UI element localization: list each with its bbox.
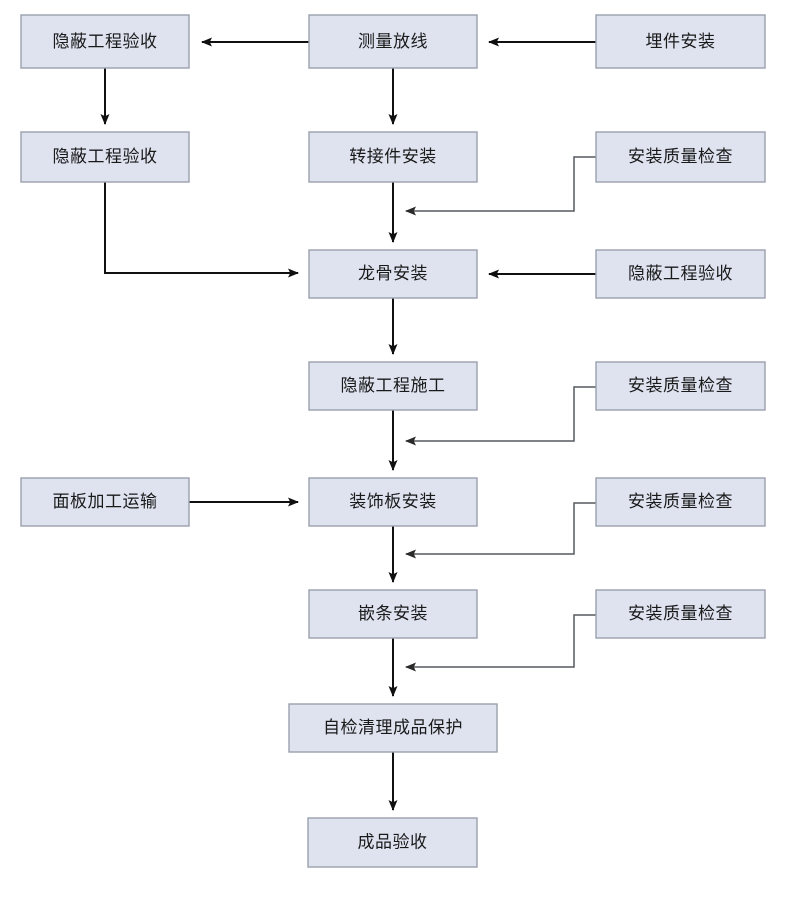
- node-n12[interactable]: 装饰板安装: [308, 477, 478, 527]
- node-box[interactable]: [288, 703, 498, 753]
- node-box[interactable]: [20, 131, 190, 183]
- node-label: 转接件安装: [349, 147, 437, 166]
- node-label: 龙骨安装: [358, 264, 428, 283]
- node-n17[interactable]: 成品验收: [307, 817, 478, 868]
- node-n13[interactable]: 安装质量检查: [595, 477, 766, 527]
- node-n6[interactable]: 安装质量检查: [595, 131, 766, 183]
- node-label: 成品验收: [358, 832, 428, 851]
- node-label: 面板加工运输: [53, 492, 158, 511]
- node-box[interactable]: [20, 14, 190, 69]
- node-n8[interactable]: 隐蔽工程验收: [595, 249, 766, 299]
- node-n5[interactable]: 转接件安装: [308, 131, 478, 183]
- node-n10[interactable]: 安装质量检查: [595, 361, 766, 411]
- node-box[interactable]: [307, 817, 478, 868]
- node-label: 装饰板安装: [349, 492, 437, 511]
- node-label: 安装质量检查: [628, 604, 733, 623]
- node-box[interactable]: [595, 249, 766, 299]
- node-n1[interactable]: 隐蔽工程验收: [20, 14, 190, 69]
- node-box[interactable]: [595, 477, 766, 527]
- edges-layer: [100, 37, 596, 811]
- edge-e10: [405, 386, 596, 446]
- node-box[interactable]: [595, 589, 766, 639]
- node-box[interactable]: [595, 14, 766, 69]
- edge-e13: [405, 502, 596, 559]
- node-n4[interactable]: 隐蔽工程验收: [20, 131, 190, 183]
- node-box[interactable]: [595, 361, 766, 411]
- node-box[interactable]: [308, 14, 478, 69]
- node-box[interactable]: [20, 477, 190, 527]
- node-label: 隐蔽工程验收: [53, 32, 158, 51]
- node-box[interactable]: [308, 249, 478, 299]
- node-label: 测量放线: [358, 32, 428, 51]
- node-box[interactable]: [308, 361, 478, 411]
- node-n7[interactable]: 龙骨安装: [308, 249, 478, 299]
- node-n11[interactable]: 面板加工运输: [20, 477, 190, 527]
- node-n9[interactable]: 隐蔽工程施工: [308, 361, 478, 411]
- node-box[interactable]: [308, 477, 478, 527]
- node-label: 隐蔽工程施工: [341, 376, 446, 395]
- node-label: 隐蔽工程验收: [628, 264, 733, 283]
- node-label: 安装质量检查: [628, 147, 733, 166]
- node-box[interactable]: [308, 131, 478, 183]
- node-label: 安装质量检查: [628, 492, 733, 511]
- node-label: 安装质量检查: [628, 376, 733, 395]
- edge-e5: [405, 156, 596, 216]
- node-label: 嵌条安装: [358, 604, 428, 623]
- node-box[interactable]: [308, 589, 478, 639]
- node-label: 埋件安装: [646, 32, 716, 51]
- node-box[interactable]: [595, 131, 766, 183]
- node-n2[interactable]: 测量放线: [308, 14, 478, 69]
- node-n15[interactable]: 安装质量检查: [595, 589, 766, 639]
- edge-e15: [405, 614, 596, 672]
- node-n14[interactable]: 嵌条安装: [308, 589, 478, 639]
- node-n3[interactable]: 埋件安装: [595, 14, 766, 69]
- node-n16[interactable]: 自检清理成品保护: [288, 703, 498, 753]
- nodes-layer: 隐蔽工程验收 测量放线 埋件安装 隐蔽工程验收 转接件安装 安装质量检查: [20, 14, 766, 868]
- edge-e7: [104, 182, 299, 278]
- node-label: 自检清理成品保护: [323, 718, 463, 737]
- node-label: 隐蔽工程验收: [53, 147, 158, 166]
